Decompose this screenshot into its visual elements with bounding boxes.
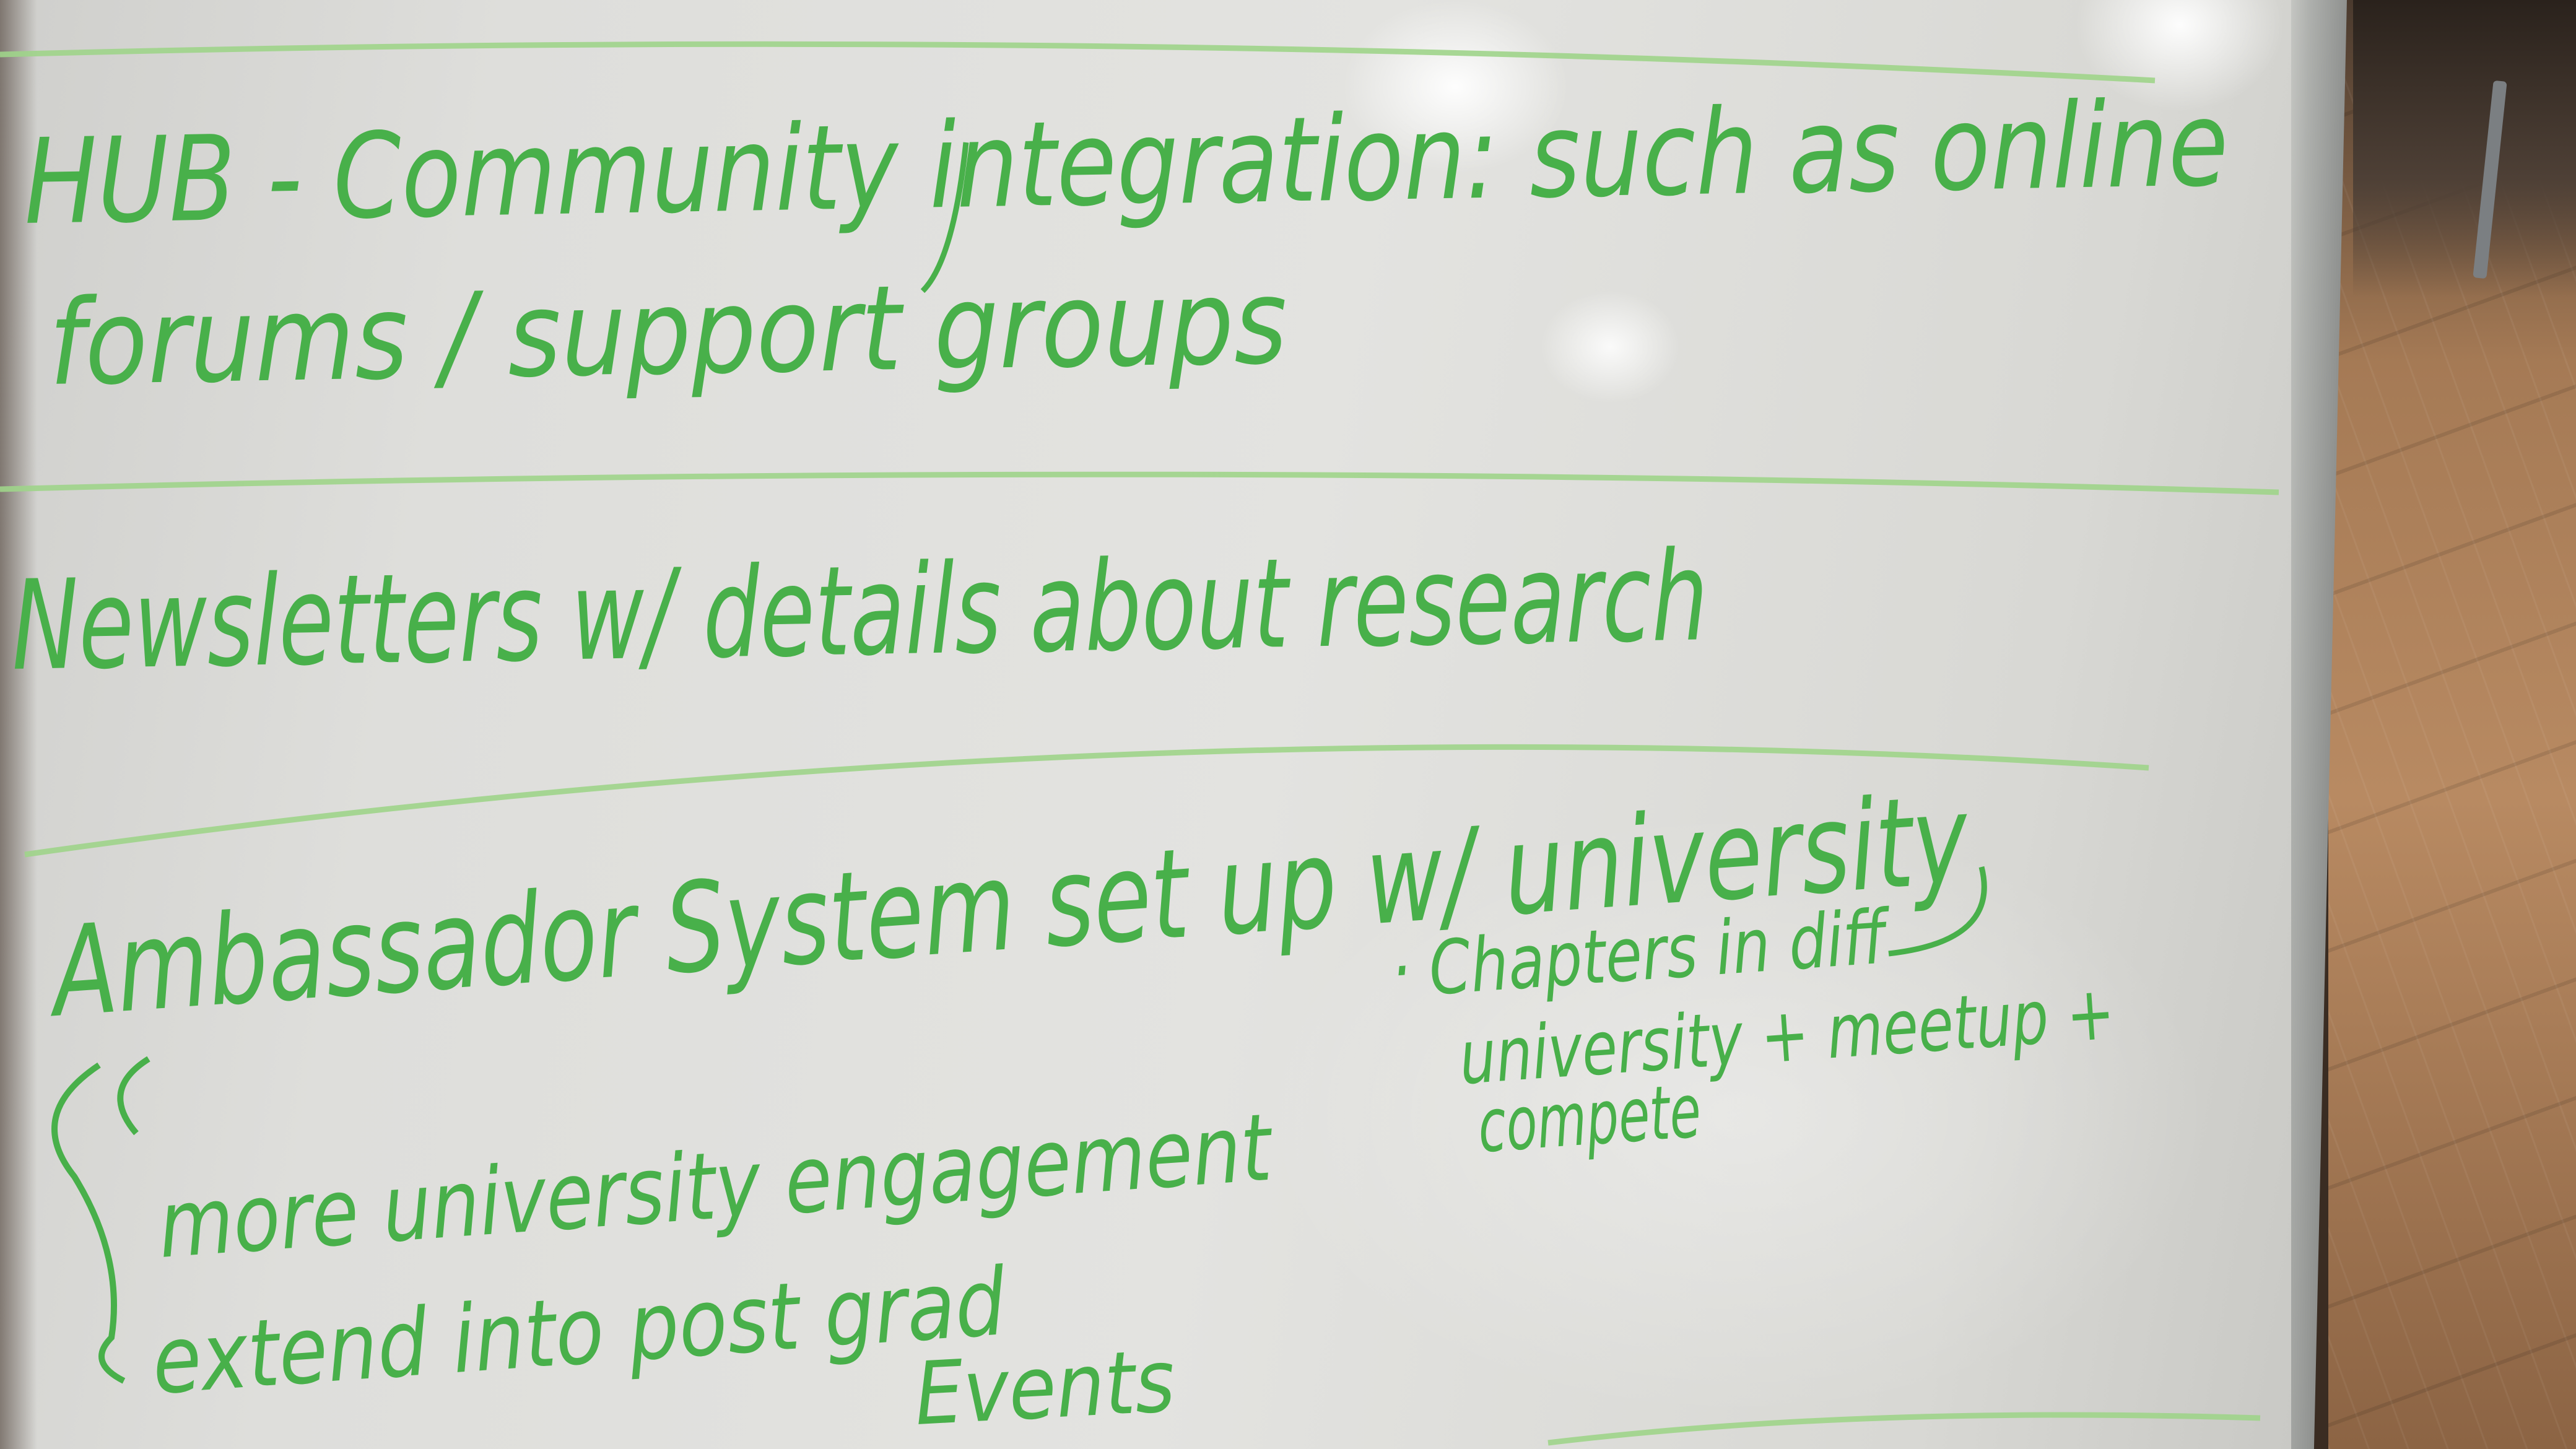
curve-arrow	[1888, 866, 1987, 957]
brace-mark	[117, 1056, 150, 1136]
note-post-grad: extend into post grad	[149, 1248, 1009, 1416]
divider-line	[0, 471, 2279, 495]
brace-mark	[51, 1062, 126, 1384]
edge-shadow	[0, 0, 37, 1449]
divider-line	[24, 744, 2149, 858]
note-hub-line2: forums / support groups	[48, 253, 1289, 412]
note-hub-line1: HUB - Community integration: such as onl…	[23, 76, 2229, 251]
note-newsletters: Newsletters w/ details about research	[11, 524, 1710, 698]
note-university-engagement: more university engagement	[155, 1094, 1277, 1279]
underline-mark	[920, 142, 969, 294]
whiteboard	[0, 0, 2291, 1449]
note-compete: compete	[1475, 1068, 1704, 1170]
note-events: Events	[912, 1331, 1177, 1445]
background-shadow	[2353, 0, 2576, 297]
divider-line	[1547, 1412, 2261, 1446]
divider-line	[0, 41, 2156, 84]
